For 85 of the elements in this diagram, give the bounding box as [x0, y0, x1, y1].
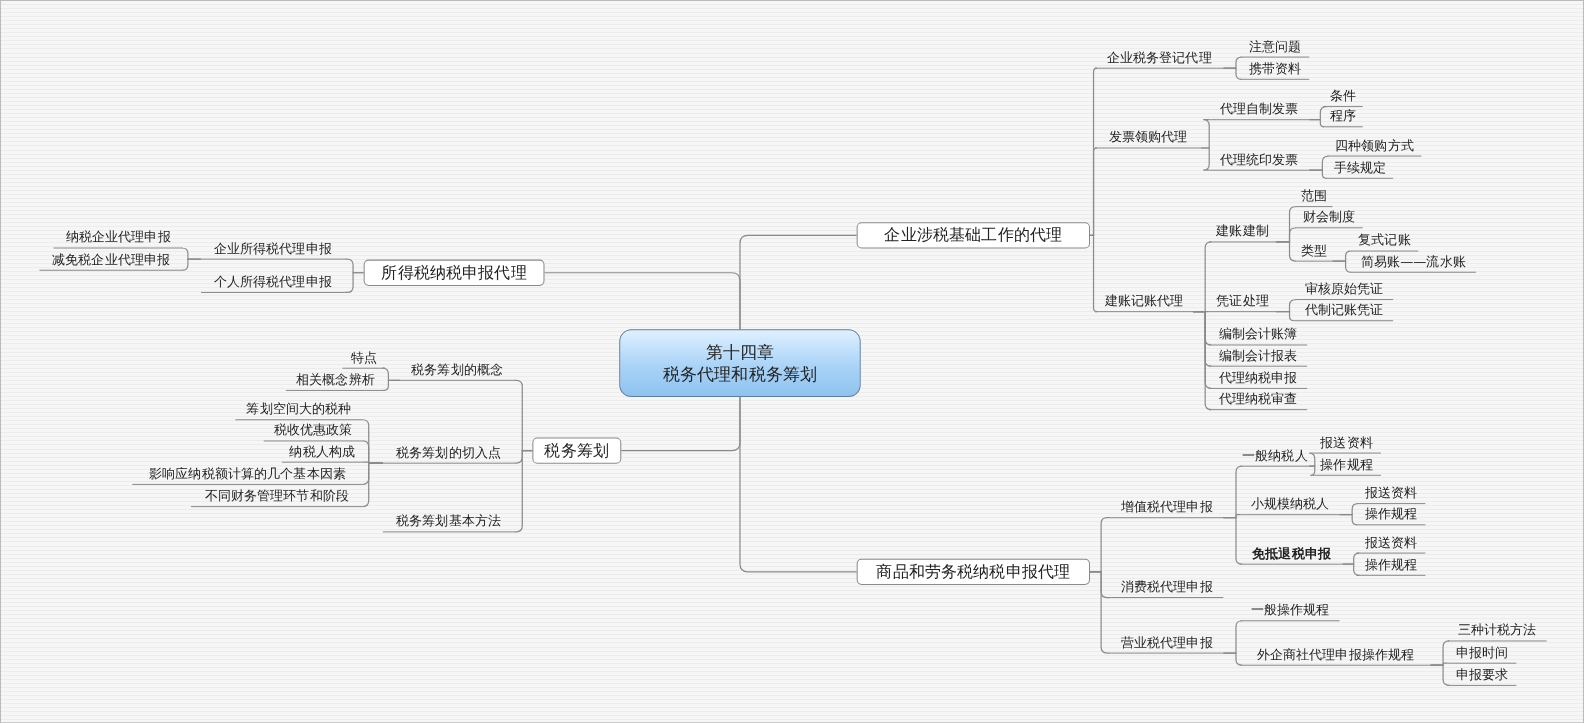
branch-line [1338, 514, 1358, 526]
subtopic-label: 报送资料 [1356, 533, 1426, 554]
subtopic-label: 建账建制 [1209, 222, 1276, 243]
subtopic-label: 手续规定 [1327, 159, 1394, 179]
subtopic-label: 税务筹划的切入点 [382, 443, 515, 464]
subtopic-label: 纳税企业代理申报 [53, 229, 183, 249]
subtopic-label: 减免税企业代理申报 [39, 250, 183, 271]
subtopic-label: 一般纳税人 [1240, 445, 1310, 467]
subtopic-label: 小规模纳税人 [1240, 495, 1340, 516]
branch-line [1200, 119, 1210, 149]
subtopic-label: 影响应纳税额计算的几个基本因素 [132, 465, 363, 485]
subtopic-label: 注意问题 [1240, 37, 1310, 58]
branch-line [1308, 452, 1316, 467]
subtopic-label: 凭证处理 [1209, 291, 1276, 313]
subtopic-label: 编制会计报表 [1209, 347, 1308, 367]
subtopic-label: 代理纳税申报 [1209, 369, 1308, 389]
subtopic-label: 简易账——流水账 [1350, 252, 1476, 273]
subtopic-label: 特点 [342, 349, 385, 369]
branch-line [620, 396, 741, 452]
main-topic-box: 所得税纳税申报代理 [363, 259, 545, 286]
branch-line [181, 258, 202, 271]
subtopic-label: 不同财务管理环节和阶段 [190, 487, 363, 508]
branch-line [1200, 147, 1210, 171]
subtopic-label: 代理统印发票 [1209, 149, 1310, 171]
subtopic-label: 条件 [1323, 87, 1363, 108]
subtopic-label: 相关概念辨析 [285, 371, 385, 391]
branch-line [1222, 67, 1243, 80]
subtopic-label: 操作规程 [1356, 555, 1426, 576]
subtopic-label: 增值税代理申报 [1110, 497, 1224, 519]
subtopic-label: 营业税代理申报 [1110, 633, 1224, 654]
branch-line [543, 272, 741, 330]
subtopic-label: 发票领购代理 [1095, 127, 1202, 149]
chapter-title: 税务代理和税务筹划 [662, 363, 818, 385]
main-topic-box: 商品和劳务税纳税申报代理 [856, 558, 1090, 585]
branch-line [1192, 311, 1212, 411]
branch-line [1275, 241, 1297, 262]
central-topic-box [619, 329, 861, 397]
branch-line [1089, 234, 1098, 313]
branch-line [1308, 465, 1316, 476]
subtopic-label: 携带资料 [1240, 59, 1310, 80]
main-topic-box: 税务筹划 [532, 437, 622, 464]
branch-line [362, 462, 384, 508]
subtopic-label: 企业所得税代理申报 [201, 239, 345, 260]
subtopic-label: 税务筹划基本方法 [382, 512, 515, 533]
subtopic-label: 报送资料 [1356, 483, 1426, 505]
branch-line [382, 379, 401, 392]
branch-line [513, 449, 533, 533]
subtopic-label: 类型 [1295, 242, 1333, 262]
subtopic-label: 税务筹划的概念 [400, 360, 515, 381]
subtopic-label: 范围 [1295, 187, 1333, 208]
subtopic-label: 一般操作规程 [1240, 601, 1340, 622]
branch-line [1331, 260, 1352, 273]
subtopic-label: 外企商社代理申报操作规程 [1240, 646, 1431, 666]
branch-line [1429, 664, 1450, 687]
branch-line [1308, 169, 1328, 179]
subtopic-label: 四种领购方式 [1327, 137, 1422, 157]
branch-line [1275, 311, 1296, 322]
subtopic-label: 申报要求 [1447, 666, 1517, 686]
subtopic-label: 审核原始凭证 [1295, 279, 1394, 301]
branch-line [1222, 652, 1243, 666]
subtopic-label: 建账记账代理 [1095, 291, 1194, 313]
branch-line [1308, 119, 1325, 128]
subtopic-label: 代制记账凭证 [1295, 301, 1394, 322]
branch-line [1222, 517, 1243, 565]
subtopic-label: 财会制度 [1295, 209, 1363, 229]
subtopic-label: 报送资料 [1312, 434, 1381, 454]
subtopic-label: 编制会计账簿 [1209, 326, 1308, 346]
subtopic-label: 申报时间 [1447, 644, 1517, 664]
branch-line [343, 272, 365, 294]
subtopic-label: 纳税人构成 [281, 443, 363, 463]
subtopic-label: 操作规程 [1312, 456, 1381, 476]
subtopic-label: 三种计税方法 [1447, 622, 1547, 642]
subtopic-label: 代理纳税审查 [1209, 390, 1308, 411]
subtopic-label: 免抵退税申报 [1240, 544, 1343, 565]
subtopic-label: 代理自制发票 [1209, 99, 1310, 121]
subtopic-label: 税收优惠政策 [263, 422, 363, 442]
main-topic-box: 企业涉税基础工作的代理 [856, 222, 1090, 249]
subtopic-label: 个人所得税代理申报 [201, 272, 345, 293]
subtopic-label: 复式记账 [1350, 232, 1419, 252]
subtopic-label: 操作规程 [1356, 505, 1426, 526]
subtopic-label: 消费税代理申报 [1110, 577, 1224, 599]
subtopic-label: 筹划空间大的税种 [235, 401, 363, 421]
subtopic-label: 企业税务登记代理 [1095, 47, 1224, 69]
chapter-heading: 第十四章 [705, 341, 775, 364]
subtopic-label: 程序 [1323, 108, 1363, 128]
